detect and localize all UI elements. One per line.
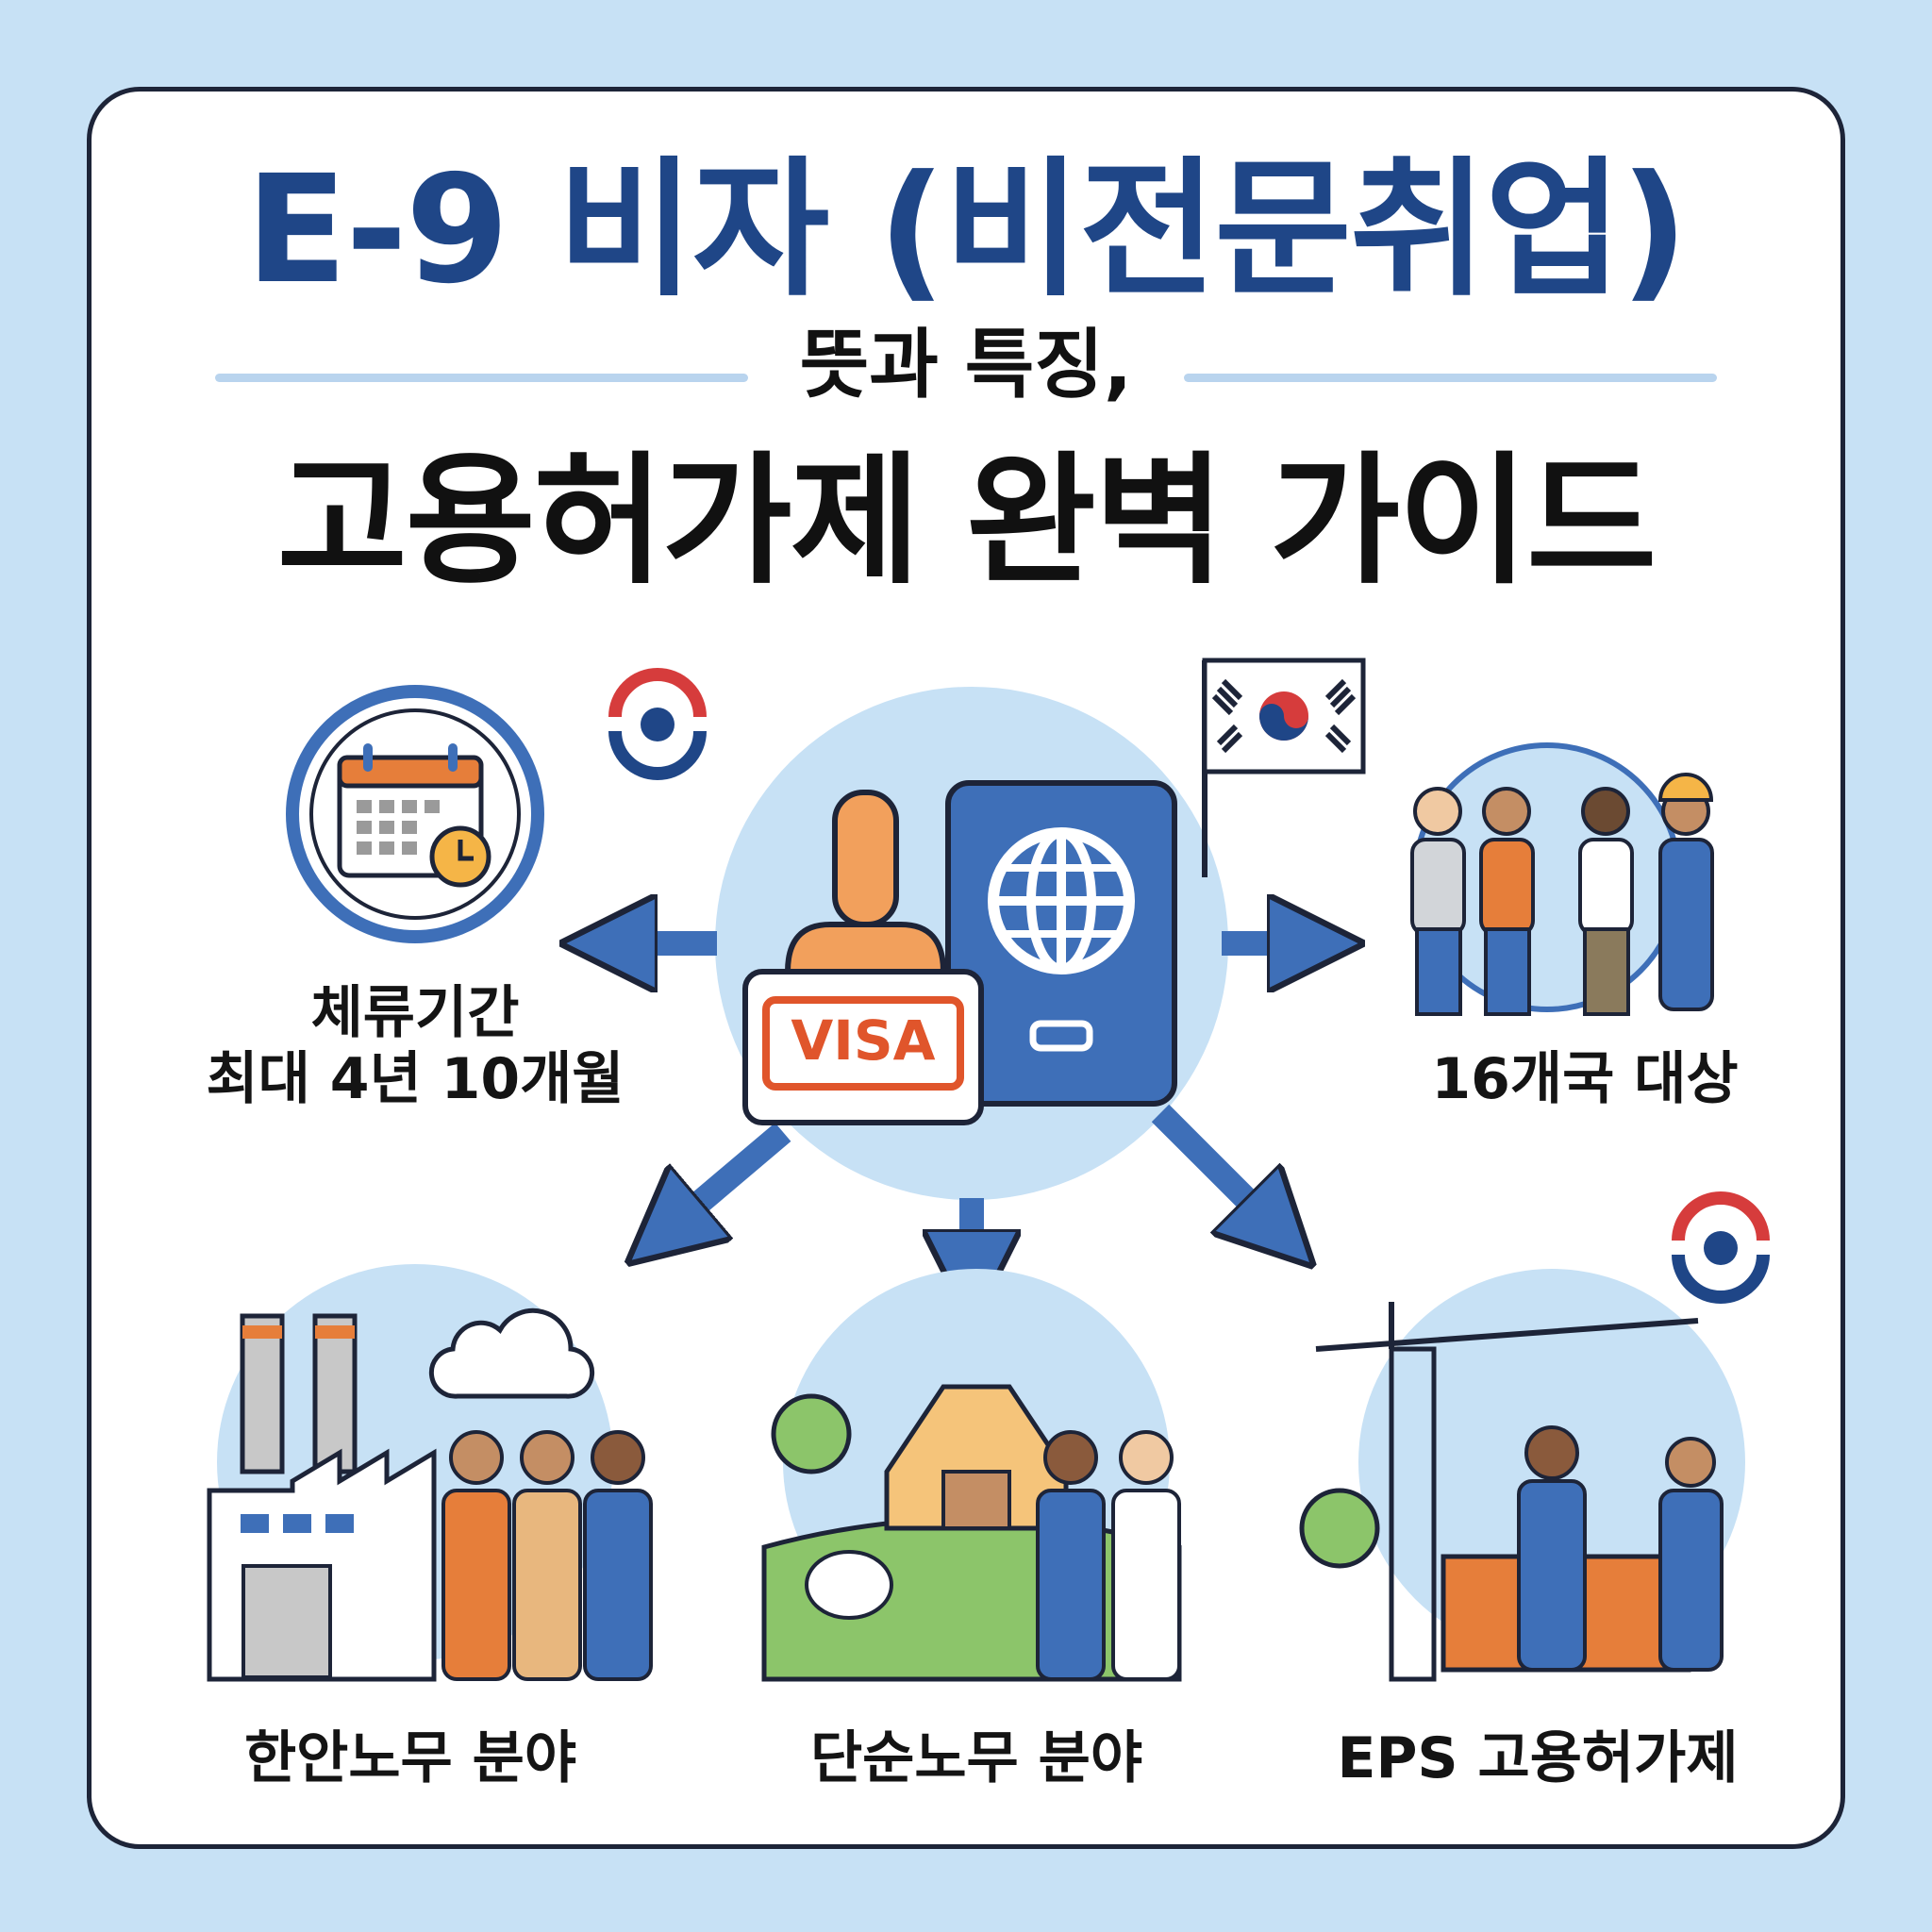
- passport-globe-icon: [945, 780, 1177, 1107]
- connector-arrows: [604, 943, 1321, 1283]
- countries-label: 16개국 대상: [1431, 1046, 1739, 1112]
- korea-flag-icon: [1202, 658, 1366, 877]
- korean-government-emblem-icon: [1669, 1191, 1773, 1304]
- eps-label: EPS 고용허가제: [1337, 1725, 1739, 1791]
- arrow-down-left: [660, 1123, 791, 1236]
- factory-workers-icon: [207, 1264, 653, 1682]
- workers-group-icon: [1410, 742, 1714, 1016]
- title-main: E-9 비자 (비전문취업): [245, 143, 1688, 317]
- title-rule-right: [1184, 374, 1717, 382]
- farm-workers-icon: [761, 1269, 1182, 1682]
- stay-period-value: 최대 4년 10개월: [206, 1046, 625, 1112]
- agriculture-label: 단순노무 분야: [809, 1725, 1143, 1791]
- arrow-down-right: [1151, 1104, 1283, 1236]
- construction-workers-icon: [1299, 1269, 1745, 1682]
- title-sub: 뜻과 특징,: [799, 321, 1133, 408]
- manufacturing-label: 한안노무 분야: [243, 1725, 577, 1791]
- visa-stamp-text: VISA: [791, 1008, 936, 1073]
- korean-government-emblem-icon: [606, 668, 709, 780]
- stay-period-label: 체류기간: [310, 980, 520, 1046]
- title-big: 고용허가제 완벽 가이드: [276, 440, 1657, 604]
- title-rule-left: [215, 374, 748, 382]
- visa-stamp-icon: [742, 790, 984, 1125]
- calendar-clock-icon: [286, 685, 544, 943]
